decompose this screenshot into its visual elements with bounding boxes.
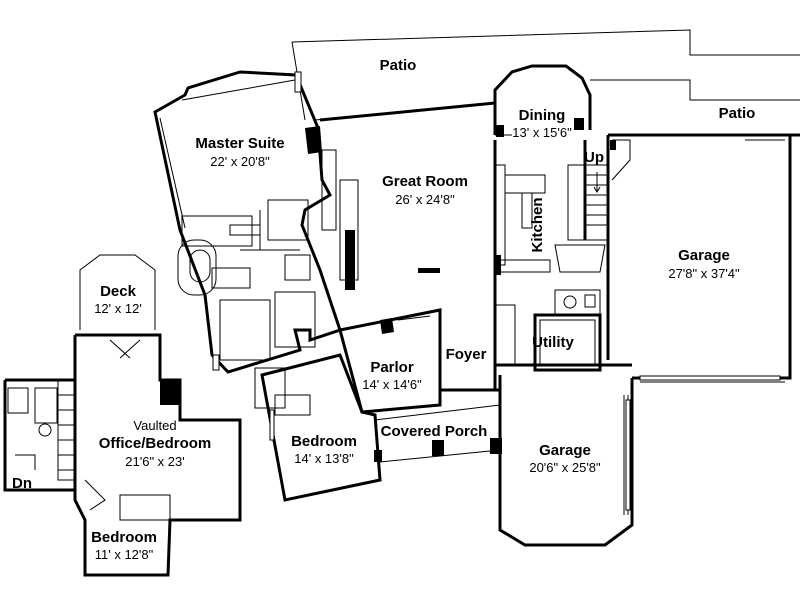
covered-porch xyxy=(374,404,502,463)
office-size: 21'6" x 23' xyxy=(125,454,184,469)
kitchen-label: Kitchen xyxy=(529,197,546,252)
utility-label: Utility xyxy=(532,334,574,351)
stairs-up xyxy=(585,164,609,241)
master-wing-walls xyxy=(153,70,342,374)
master-suite-label: Master Suite xyxy=(195,135,284,152)
great-room-size: 26' x 24'8" xyxy=(395,192,455,207)
deck-size: 12' x 12' xyxy=(94,301,142,316)
up-label: Up xyxy=(584,149,604,166)
left-wing-walls xyxy=(3,254,242,577)
garage-large-size: 27'8" x 37'4" xyxy=(668,266,740,281)
great-room-label: Great Room xyxy=(382,173,468,190)
deck-label: Deck xyxy=(100,283,137,300)
room-labels: Patio Patio Master Suite 22' x 20'8" Gre… xyxy=(12,57,755,562)
garage-small-label: Garage xyxy=(539,442,591,459)
foyer-label: Foyer xyxy=(446,346,487,363)
patio-top-label: Patio xyxy=(380,57,417,74)
dining-label: Dining xyxy=(519,107,566,124)
parlor-size: 14' x 14'6" xyxy=(362,377,422,392)
windows xyxy=(212,71,781,511)
foyer xyxy=(440,300,632,392)
dining-size: 13' x 15'6" xyxy=(512,125,572,140)
garage-large-label: Garage xyxy=(678,247,730,264)
dn-label: Dn xyxy=(12,475,32,492)
parlor-label: Parlor xyxy=(370,359,414,376)
garage-small-size: 20'6" x 25'8" xyxy=(529,460,601,475)
bedroom-small-size: 11' x 12'8" xyxy=(95,547,154,562)
bedroom-mid-label: Bedroom xyxy=(291,433,357,450)
office-label: Office/Bedroom xyxy=(99,435,212,452)
covered-porch-label: Covered Porch xyxy=(381,423,488,440)
office-vaulted-label: Vaulted xyxy=(133,418,176,433)
great-room-details xyxy=(305,101,496,290)
bedroom-mid-size: 14' x 13'8" xyxy=(294,451,354,466)
utility xyxy=(533,289,602,372)
dining-bay xyxy=(493,64,592,137)
patio-right-label: Patio xyxy=(719,105,756,122)
master-suite-size: 22' x 20'8" xyxy=(210,154,270,169)
parlor xyxy=(338,308,442,414)
bedroom-small-label: Bedroom xyxy=(91,529,157,546)
